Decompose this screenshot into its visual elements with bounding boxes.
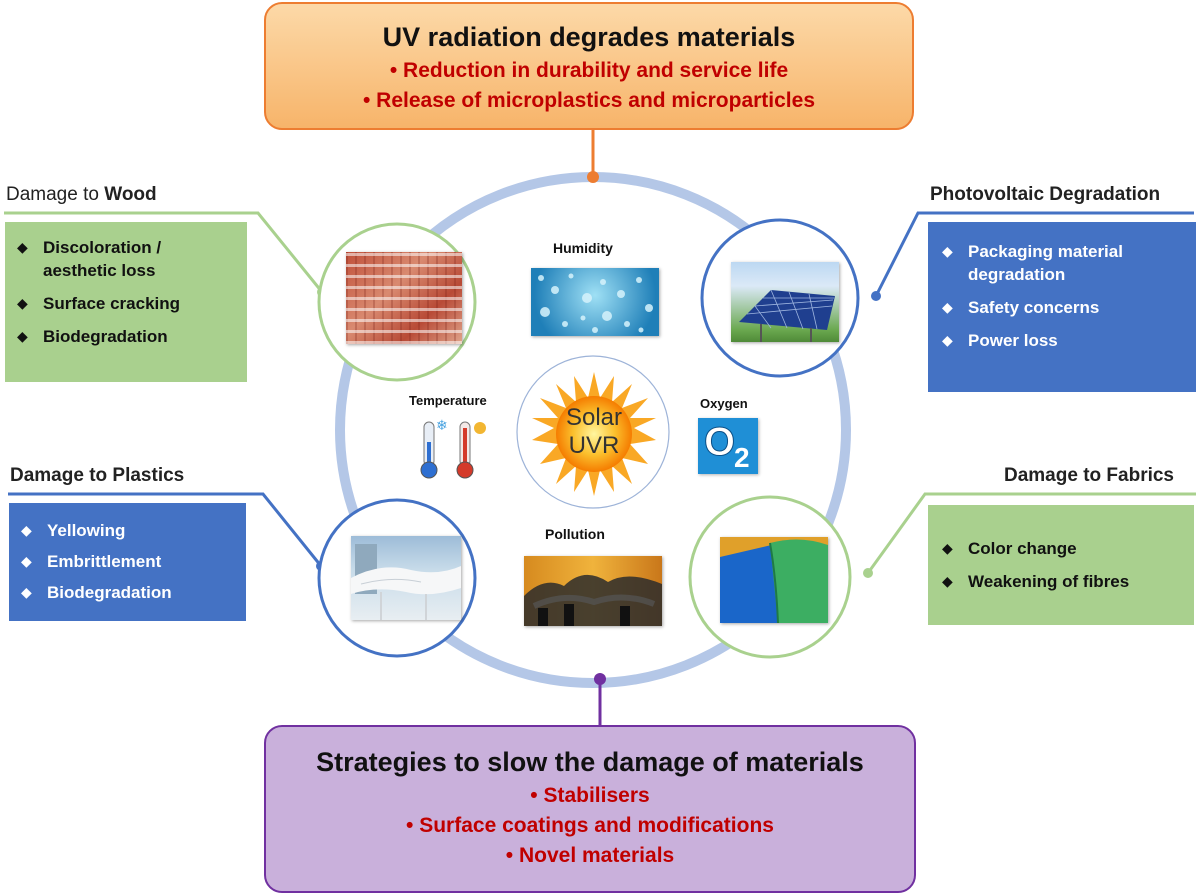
- temperature-label: Temperature: [409, 393, 487, 408]
- diamond-bullet-icon: ◆: [17, 328, 28, 344]
- uv-point-microplastics: • Release of microplastics and micropart…: [362, 89, 816, 112]
- bottom-connector-dot: [594, 673, 606, 685]
- humidity-image: [531, 268, 659, 336]
- inner-circle: [516, 355, 670, 509]
- plastics-damage-list: ◆Yellowing ◆Embrittlement ◆Biodegradatio…: [9, 503, 246, 621]
- canopy-graphic: [351, 544, 461, 620]
- sun-label-line2: UVR: [568, 432, 620, 459]
- plastic-canopy-image: [351, 536, 461, 620]
- strategies-box: Strategies to slow the damage of materia…: [264, 725, 916, 893]
- oxygen-icon: O 2: [698, 418, 758, 474]
- list-item: ◆Biodegradation: [21, 583, 172, 602]
- diamond-bullet-icon: ◆: [17, 295, 28, 311]
- wood-damage-list: ◆Discoloration / aesthetic loss ◆Surface…: [5, 222, 247, 382]
- diamond-bullet-icon: ◆: [942, 243, 953, 259]
- strategy-stabilisers: • Stabilisers: [530, 784, 650, 807]
- list-item: ◆Surface cracking: [17, 294, 181, 313]
- pv-title: Photovoltaic Degradation: [930, 184, 1161, 205]
- wood-image: [346, 252, 462, 344]
- list-item: ◆Color change: [942, 539, 1077, 558]
- oxygen-letter: O: [703, 420, 736, 465]
- uv-degrades-title: UV radiation degrades materials: [382, 22, 796, 52]
- list-item: ◆Power loss: [942, 331, 1058, 350]
- sun-label-line1: Solar: [565, 404, 623, 431]
- plastics-connector: [8, 492, 323, 567]
- smokestack-graphic: [524, 574, 662, 626]
- list-item: ◆Embrittlement: [21, 552, 162, 571]
- fabric-graphic: [720, 539, 828, 623]
- diamond-bullet-icon: ◆: [21, 584, 32, 600]
- sun-label: Solar UVR: [530, 404, 658, 460]
- pv-damage-list: ◆Packaging material degradation ◆Safety …: [928, 222, 1196, 392]
- diamond-bullet-icon: ◆: [17, 239, 28, 255]
- pv-connector: [874, 211, 1194, 297]
- wood-connector: [4, 211, 324, 293]
- fabrics-connector: [866, 492, 1196, 574]
- strategy-novel-materials: • Novel materials: [505, 844, 675, 867]
- thermometer-cold-icon: ❄: [420, 418, 448, 479]
- diamond-bullet-icon: ◆: [942, 573, 953, 589]
- list-item: ◆Biodegradation: [17, 327, 168, 346]
- temperature-icons: ❄: [420, 418, 486, 479]
- thermometer-hot-icon: [456, 421, 486, 479]
- uv-degrades-box: UV radiation degrades materials • Reduct…: [264, 2, 914, 130]
- uv-point-durability: • Reduction in durability and service li…: [389, 59, 789, 82]
- fabric-image: [720, 537, 828, 623]
- plastics-title: Damage to Plastics: [10, 465, 185, 486]
- sun-graphic: [532, 372, 656, 496]
- list-item: ◆Safety concerns: [942, 298, 1100, 317]
- strategies-title: Strategies to slow the damage of materia…: [316, 747, 864, 777]
- list-item: ◆Discoloration / aesthetic loss: [17, 238, 162, 280]
- oxygen-subscript: 2: [734, 442, 750, 473]
- fabrics-damage-list: ◆Color change ◆Weakening of fibres: [928, 505, 1194, 625]
- fabrics-title: Damage to Fabrics: [1004, 465, 1174, 486]
- top-connector-dot: [587, 171, 599, 183]
- water-droplets-graphic: [538, 273, 653, 333]
- diamond-bullet-icon: ◆: [942, 540, 953, 556]
- diamond-bullet-icon: ◆: [21, 522, 32, 538]
- pollution-image: [524, 556, 662, 626]
- wood-title: Damage to Wood: [6, 184, 157, 206]
- pollution-label: Pollution: [545, 526, 605, 542]
- wood-title-prefix: Damage to: [6, 184, 105, 205]
- list-item: ◆Weakening of fibres: [942, 572, 1130, 591]
- humidity-label: Humidity: [553, 240, 613, 256]
- list-item: ◆Packaging material degradation: [942, 242, 1123, 284]
- diamond-bullet-icon: ◆: [942, 299, 953, 315]
- strategy-coatings: • Surface coatings and modifications: [406, 814, 774, 837]
- fabrics-connector-dot: [863, 568, 873, 578]
- wood-title-bold: Wood: [104, 184, 157, 205]
- sun-icon: [530, 370, 658, 498]
- svg-text:❄: ❄: [436, 418, 448, 434]
- diamond-bullet-icon: ◆: [942, 332, 953, 348]
- pv-connector-dot: [871, 291, 881, 301]
- solar-panel-image: [731, 262, 839, 342]
- solar-panel-graphic: [739, 289, 835, 342]
- diamond-bullet-icon: ◆: [21, 553, 32, 569]
- list-item: ◆Yellowing: [21, 521, 126, 540]
- oxygen-label: Oxygen: [700, 396, 748, 411]
